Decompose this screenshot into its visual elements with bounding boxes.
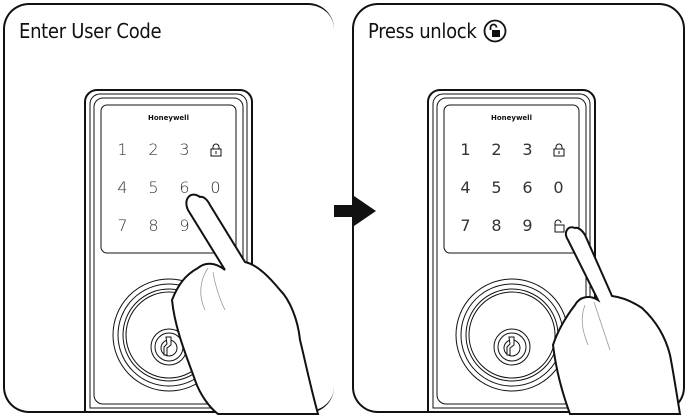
key-6[interactable]: 6 [179,178,190,197]
unlock-icon [483,19,507,43]
key-5[interactable]: 5 [148,178,159,197]
step-2-title: Press unlock [368,19,507,43]
lock-icon[interactable] [543,140,574,178]
key-3[interactable]: 3 [179,140,190,159]
key-1[interactable]: 1 [117,140,128,159]
key-0[interactable]: 0 [553,178,564,197]
key-4[interactable]: 4 [460,178,471,197]
step-2-lock: Honeywell 1 2 3 4 5 6 0 7 8 9 [444,105,579,253]
key-8[interactable]: 8 [148,216,159,235]
key-8[interactable]: 8 [491,216,502,235]
unlock-key[interactable] [543,216,574,254]
key-7[interactable]: 7 [117,216,128,235]
brand-logo: Honeywell [491,114,532,122]
step-2-title-text: Press unlock [368,19,477,43]
key-0[interactable]: 0 [210,178,221,197]
key-1[interactable]: 1 [460,140,471,159]
lock-icon[interactable] [200,140,231,178]
keypad: 1 2 3 4 5 6 0 7 8 9 [107,140,231,254]
keypad: 1 2 3 4 5 6 0 7 8 9 [450,140,574,254]
key-6[interactable]: 6 [522,178,533,197]
key-2[interactable]: 2 [491,140,502,159]
key-2[interactable]: 2 [148,140,159,159]
step-1-title-text: Enter User Code [19,19,162,43]
key-7[interactable]: 7 [460,216,471,235]
step-1-title: Enter User Code [19,19,162,43]
key-4[interactable]: 4 [117,178,128,197]
key-9[interactable]: 9 [522,216,533,235]
key-9[interactable]: 9 [179,216,190,235]
unlock-key[interactable] [200,216,231,254]
brand-logo: Honeywell [148,114,189,122]
arrow-right-icon [334,196,378,226]
key-3[interactable]: 3 [522,140,533,159]
key-5[interactable]: 5 [491,178,502,197]
step-1-lock: Honeywell 1 2 3 4 5 6 0 7 8 9 [101,105,236,253]
